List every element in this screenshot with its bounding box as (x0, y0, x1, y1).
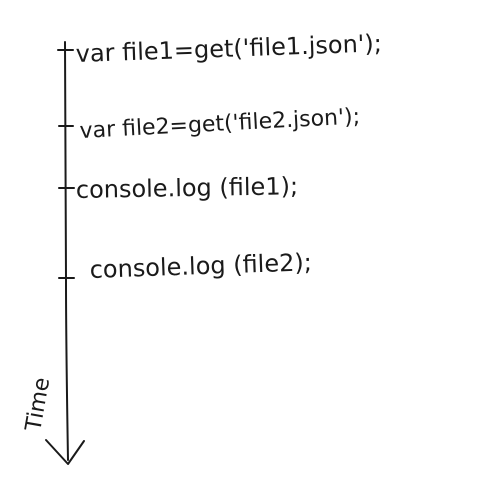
time-axis-arrowhead (45, 439, 85, 465)
step-4-code: console.log (file2); (89, 248, 312, 284)
step-1-code: var file1=get('file1.json'); (75, 29, 382, 68)
time-axis-label: Time (21, 376, 55, 434)
time-axis-line (64, 41, 69, 461)
step-2-code: var file2=get('file2.json'); (79, 104, 361, 144)
step-3-code: console.log (file1); (76, 172, 299, 204)
